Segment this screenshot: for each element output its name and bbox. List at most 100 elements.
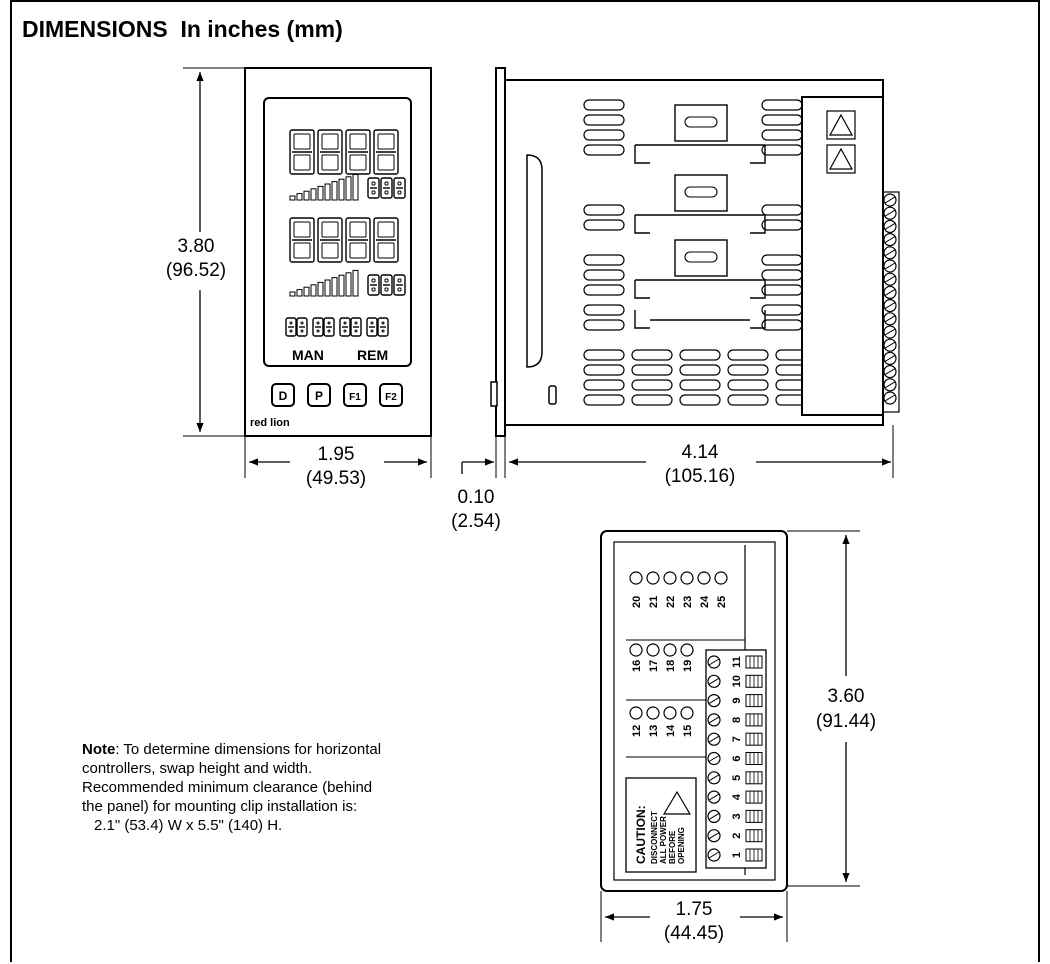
- rem-label: REM: [357, 347, 388, 363]
- lcd-digit: [393, 177, 406, 199]
- front-key-d[interactable]: D: [271, 383, 295, 407]
- warning-icon: [828, 147, 854, 170]
- note-clearance: 2.1" (53.4) W x 5.5" (140) H.: [94, 817, 283, 834]
- terminal-screw: [680, 706, 694, 720]
- lcd-bar: [289, 291, 296, 297]
- lcd-digit-segment: [384, 287, 389, 292]
- front-key-p[interactable]: P: [307, 383, 331, 407]
- vent-slot: [679, 379, 721, 391]
- terminal-number: 12: [631, 725, 643, 737]
- lcd-bar: [324, 183, 331, 201]
- lcd-digit-segment: [354, 329, 358, 333]
- lcd-digit-outline: [393, 274, 406, 296]
- front-height-inches: 3.80: [178, 236, 215, 257]
- terminal-screw: [707, 732, 721, 746]
- side-mounting-clip: [634, 104, 766, 329]
- terminal: 6: [707, 751, 763, 766]
- clip-hook: [634, 145, 766, 164]
- side-terminal-screws: [882, 191, 900, 413]
- lcd-digit: [367, 177, 380, 199]
- vent-slot: [583, 144, 625, 156]
- front-key-f2[interactable]: F2: [379, 383, 403, 407]
- vent-slot: [727, 349, 769, 361]
- screw-slot: [884, 288, 896, 296]
- lcd-digit-segment: [289, 321, 293, 325]
- lcd-digit-segment: [377, 154, 395, 171]
- terminal-screw: [883, 391, 897, 405]
- terminal-screw: [883, 378, 897, 392]
- depth-inches: 4.14: [682, 442, 719, 463]
- lcd-bar: [317, 185, 324, 201]
- lcd-bar: [310, 284, 317, 297]
- lcd-digit-outline: [289, 129, 315, 175]
- terminal-screw: [707, 848, 721, 862]
- side-gasket: [526, 154, 543, 368]
- terminal: 11: [707, 655, 763, 669]
- terminal-screw: [883, 325, 897, 339]
- lcd-digit: [377, 317, 389, 337]
- lcd-digit-segment: [397, 278, 402, 283]
- vent-slot: [583, 304, 625, 316]
- screw-slot: [708, 851, 720, 859]
- lcd-digit-outline: [296, 317, 308, 337]
- lcd-digit-outline: [317, 217, 343, 263]
- screw-slot: [708, 774, 720, 782]
- terminal-screw: [629, 571, 643, 585]
- terminal: 14: [663, 706, 677, 737]
- caution-line-3: BEFORE: [668, 830, 677, 864]
- terminal: 24: [697, 571, 711, 608]
- terminal: 15: [680, 706, 694, 737]
- lcd-bar: [352, 173, 359, 201]
- terminal-number: 15: [682, 725, 694, 737]
- screw-slot: [884, 394, 896, 402]
- terminal-number: 3: [731, 813, 743, 819]
- vent-slot: [583, 254, 625, 266]
- terminal-screw: [707, 674, 721, 688]
- lcd-digit: [345, 217, 371, 263]
- lcd-digit-segment: [384, 190, 389, 195]
- vent-slot: [631, 364, 673, 376]
- terminal-number: 20: [631, 596, 643, 608]
- screw-slot: [708, 755, 720, 762]
- terminal-screw: [883, 272, 897, 286]
- clip-hook: [634, 215, 766, 234]
- vent-slot: [583, 379, 625, 391]
- terminal-screw: [663, 571, 677, 585]
- vent-slot: [727, 364, 769, 376]
- vent-slot: [583, 129, 625, 141]
- front-key-f1[interactable]: F1: [343, 383, 367, 407]
- bezel-dimension: 0.10 (2.54): [451, 436, 506, 532]
- lcd-digit: [317, 129, 343, 175]
- vent-slot: [727, 394, 769, 406]
- lcd-digit-segment: [349, 133, 367, 150]
- side-vent-slots: [583, 99, 817, 406]
- clip-slot: [684, 186, 718, 198]
- terminal: 9: [707, 693, 763, 708]
- lcd-bar: [345, 176, 352, 201]
- lcd-digit-segment: [321, 221, 339, 238]
- side-latch: [548, 385, 557, 405]
- terminal: 8: [707, 713, 763, 727]
- vent-slot: [631, 379, 673, 391]
- lcd-digit: [296, 317, 308, 337]
- screw-slot: [708, 793, 720, 801]
- vent-slot: [583, 99, 625, 111]
- lcd-digit-segment: [327, 329, 331, 333]
- page-title: DIMENSIONS In inches (mm): [22, 16, 343, 42]
- lcd-digit-segment: [327, 321, 331, 325]
- terminal-screw: [707, 655, 721, 669]
- terminal-screw: [707, 809, 721, 824]
- lcd-digit-segment: [370, 329, 374, 333]
- screw-slot: [884, 236, 896, 244]
- lcd-digit-segment: [343, 329, 347, 333]
- lcd-digit-segment: [321, 133, 339, 150]
- lcd-digit: [366, 317, 378, 337]
- vent-slot: [679, 394, 721, 406]
- key-f2-label: F2: [385, 392, 397, 403]
- lcd-digit-segment: [377, 221, 395, 238]
- depth-dimension: 4.14 (105.16): [509, 425, 894, 487]
- lcd-digit: [380, 274, 393, 296]
- terminal-number: 7: [731, 736, 743, 742]
